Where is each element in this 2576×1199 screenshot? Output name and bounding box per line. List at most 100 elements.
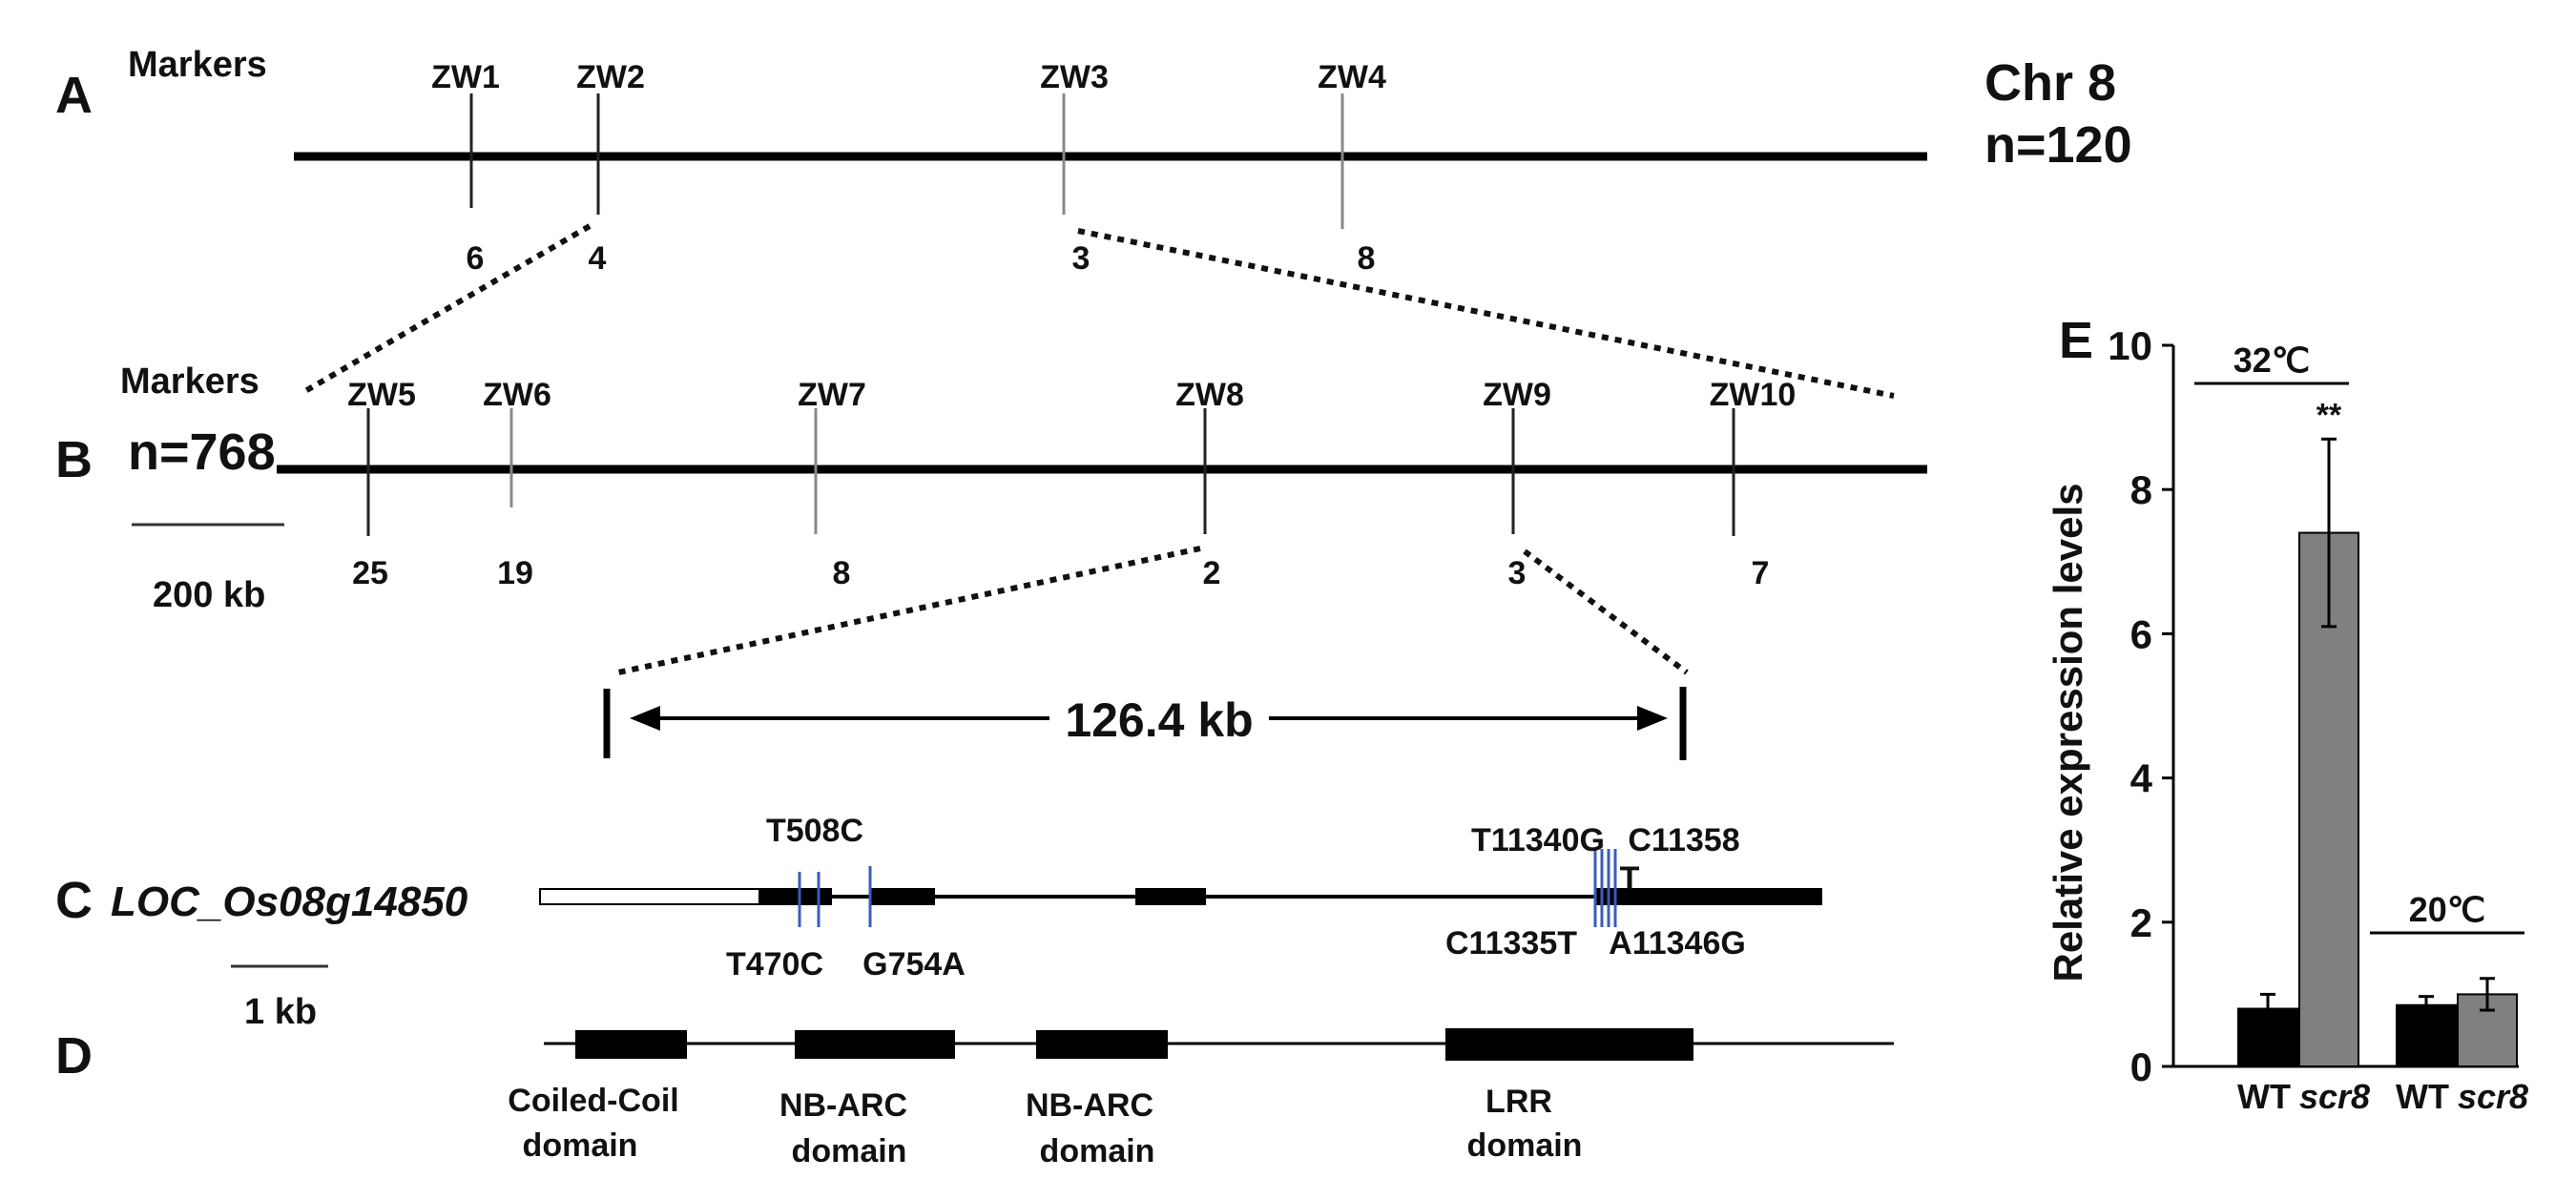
panel-a-label: A — [55, 67, 93, 124]
recombinant-count: 8 — [1358, 240, 1376, 277]
domain-label: domain — [1467, 1127, 1583, 1164]
snp-label: G754A — [862, 946, 966, 982]
category-label: WT — [2237, 1077, 2291, 1116]
recombinant-count: 3 — [1508, 555, 1527, 591]
interval-arrow: 126.4 kb — [603, 687, 1687, 760]
marker-name: ZW2 — [576, 59, 645, 95]
recombinant-count: 7 — [1752, 555, 1770, 591]
arrowhead-right-icon — [1637, 706, 1668, 731]
domain-box-nb-arc-1 — [795, 1030, 955, 1059]
y-tick-label: 0 — [2130, 1044, 2152, 1089]
marker-name: ZW8 — [1175, 377, 1244, 413]
scale-label-b: 200 kb — [153, 575, 265, 615]
marker-zw2: ZW2 4 — [576, 59, 645, 277]
snp-label: A11346G — [1609, 925, 1746, 961]
panel-b-population: n=768 — [128, 424, 276, 481]
recombinant-count: 2 — [1203, 555, 1221, 591]
exon-2 — [870, 888, 935, 905]
marker-zw6: ZW6 19 — [483, 377, 551, 591]
domain-label: NB-ARC — [1026, 1087, 1153, 1124]
y-tick-label: 10 — [2108, 323, 2152, 368]
snp-label: T470C — [726, 946, 823, 982]
panel-b-markers-label: Markers — [120, 362, 260, 402]
exon-4 — [1595, 888, 1822, 905]
recombinant-count: 8 — [833, 555, 851, 591]
zoom-line-right-ab — [1077, 228, 1895, 399]
panel-e-label: E — [2059, 312, 2093, 369]
snp-label: T508C — [766, 813, 863, 849]
marker-zw3: ZW3 3 — [1040, 59, 1109, 277]
y-axis-label: Relative expression levels — [2046, 484, 2090, 982]
domain-label: Coiled-Coil — [508, 1083, 678, 1119]
marker-zw1: ZW1 6 — [431, 59, 500, 277]
marker-name: ZW7 — [798, 377, 866, 413]
domain-box-coiled-coil — [575, 1030, 687, 1059]
zoom-line-left-ab — [303, 223, 592, 394]
domain-label: domain — [792, 1133, 907, 1169]
exon-1 — [759, 888, 832, 905]
marker-name: ZW4 — [1318, 59, 1386, 95]
scale-label-c: 1 kb — [244, 992, 317, 1032]
y-tick-label: 8 — [2130, 467, 2152, 512]
category-label: scr8 — [2299, 1077, 2370, 1116]
marker-zw9: ZW9 3 — [1483, 377, 1551, 591]
recombinant-count: 19 — [497, 555, 533, 591]
y-tick-label: 6 — [2130, 611, 2152, 656]
category-label: scr8 — [2458, 1077, 2528, 1116]
recombinant-count: 25 — [352, 555, 388, 591]
condition-label: 32℃ — [2233, 341, 2310, 380]
recombinant-count: 6 — [467, 240, 485, 277]
domain-box-nb-arc-2 — [1036, 1030, 1168, 1059]
significance-label: ** — [2316, 397, 2342, 433]
panel-b: B Markers n=768 200 kb ZW5 25 ZW6 19 ZW7… — [55, 362, 1927, 615]
snp-label: T — [1620, 860, 1640, 897]
gene-model — [539, 849, 1822, 927]
panel-d-label: D — [55, 1027, 93, 1085]
panel-e: E Relative expression levels 0 2 4 6 8 10 WT *… — [2046, 312, 2528, 1116]
marker-name: ZW10 — [1710, 377, 1797, 413]
marker-name: ZW5 — [347, 377, 416, 413]
marker-zw10: ZW10 7 — [1710, 377, 1797, 591]
bar — [2298, 531, 2359, 1067]
domain-label: NB-ARC — [779, 1087, 907, 1124]
zoom-line-left-bc — [617, 546, 1201, 675]
domain-box-lrr — [1445, 1028, 1693, 1061]
domain-label: LRR — [1485, 1084, 1552, 1120]
domain-label: domain — [1040, 1133, 1155, 1169]
panel-b-label: B — [55, 431, 93, 488]
marker-zw4: ZW4 8 — [1318, 59, 1386, 277]
interval-size-label: 126.4 kb — [1065, 693, 1253, 747]
snp-label: C11358 — [1628, 822, 1739, 858]
marker-name: ZW1 — [431, 59, 500, 95]
utr-box — [539, 888, 760, 905]
recombinant-count: 3 — [1072, 240, 1091, 277]
y-tick-label: 2 — [2130, 900, 2152, 945]
exon-3 — [1135, 888, 1206, 905]
panel-a: A Markers Chr 8 n=120 ZW1 6 ZW2 4 ZW3 3 … — [55, 45, 2132, 277]
marker-name: ZW3 — [1040, 59, 1109, 95]
y-tick-label: 4 — [2130, 756, 2153, 801]
recombinant-count: 4 — [589, 240, 607, 277]
condition-label: 20℃ — [2409, 890, 2485, 929]
zoom-line-right-bc — [1523, 548, 1689, 675]
marker-zw7: ZW7 8 — [798, 377, 866, 591]
marker-zw8: ZW8 2 — [1175, 377, 1244, 591]
snp-label: T11340G — [1471, 822, 1605, 858]
snp-label: C11335T — [1445, 925, 1577, 961]
group-annotations: 32℃ 20℃ — [2194, 341, 2524, 935]
panel-c-label: C — [55, 872, 93, 929]
marker-name: ZW6 — [483, 377, 551, 413]
y-ticks: 0 2 4 6 8 10 — [2108, 323, 2173, 1089]
panel-a-markers-label: Markers — [128, 45, 267, 85]
gene-name: LOC_Os08g14850 — [111, 879, 468, 925]
panel-a-population: n=120 — [1984, 116, 2132, 174]
marker-name: ZW9 — [1483, 377, 1551, 413]
domain-label: domain — [523, 1127, 638, 1164]
category-label: WT — [2396, 1077, 2449, 1116]
panel-c: C LOC_Os08g14850 1 kb T508C T11340G C113… — [55, 813, 1822, 1032]
panel-d: D Coiled-Coil domain NB-ARC domain NB-AR… — [55, 1027, 1894, 1169]
chromosome-label: Chr 8 — [1984, 54, 2116, 112]
arrowhead-left-icon — [630, 706, 660, 731]
